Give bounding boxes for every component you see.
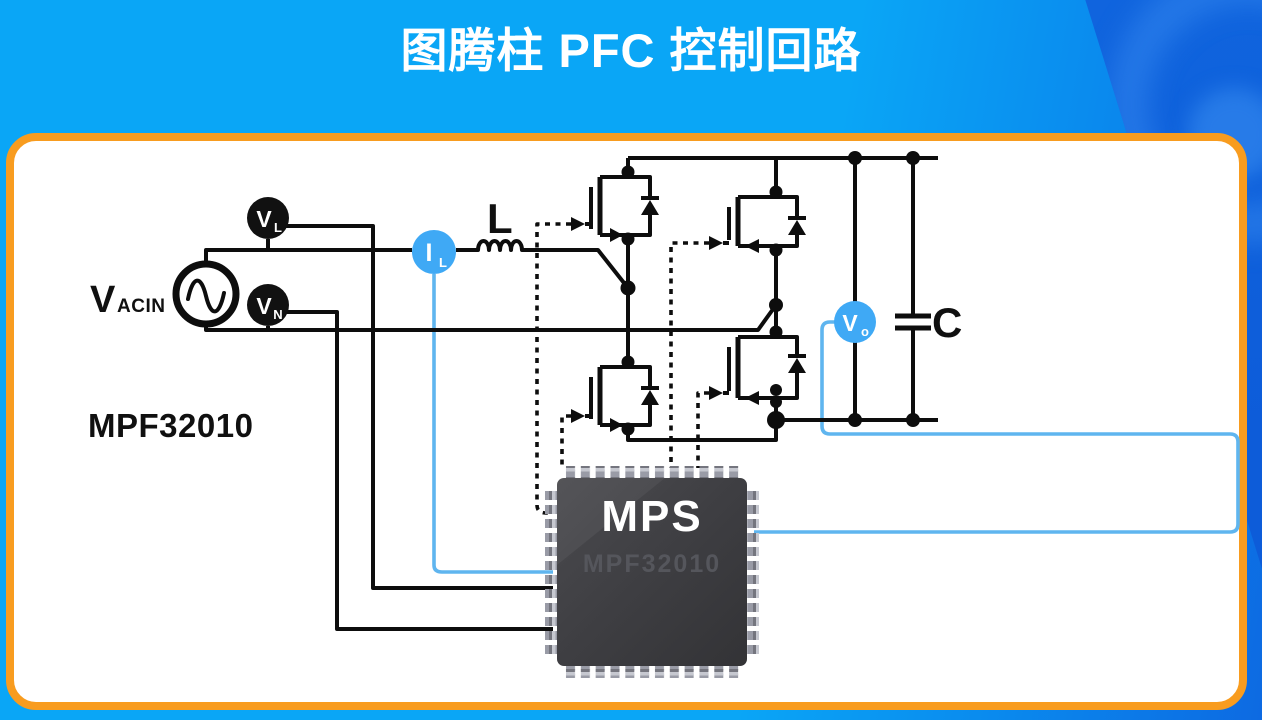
diagram-panel — [6, 133, 1247, 710]
page-title: 图腾柱 PFC 控制回路 — [400, 24, 862, 77]
